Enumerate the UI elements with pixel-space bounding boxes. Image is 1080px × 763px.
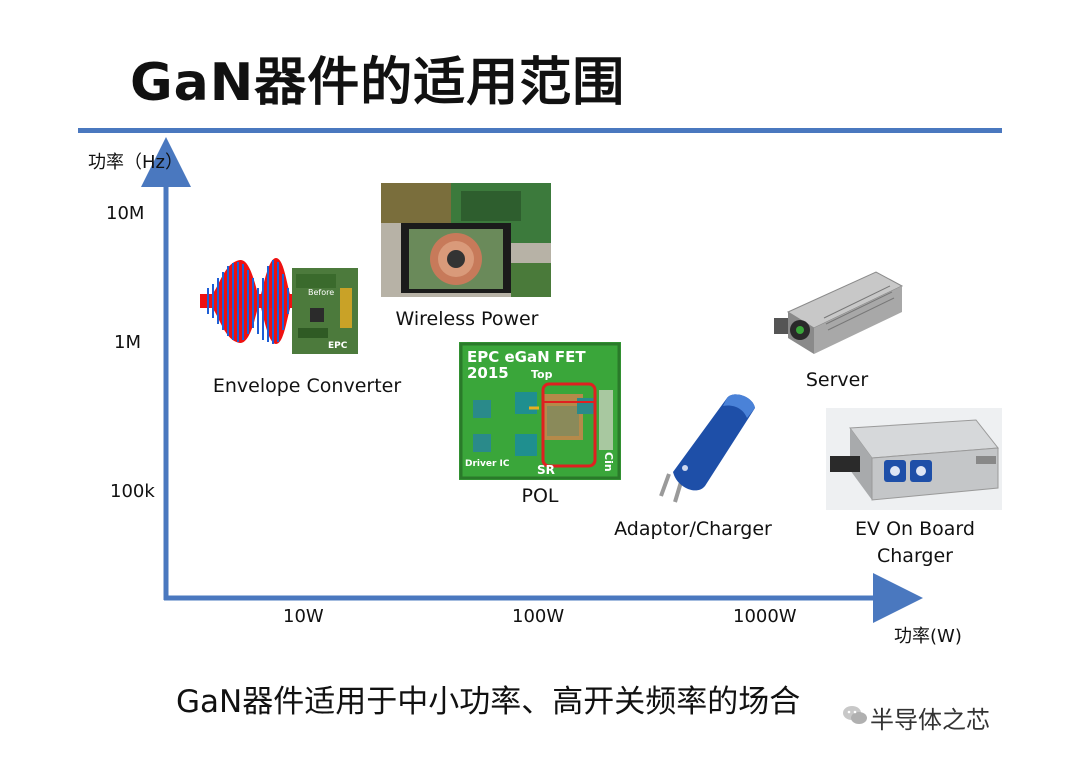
wireless-power-image <box>381 183 551 297</box>
x-tick-label: 100W <box>512 606 564 627</box>
board-before-label: Before <box>308 288 334 297</box>
wireless-power-caption: Wireless Power <box>380 308 554 330</box>
board-epc-label: EPC <box>328 341 348 351</box>
chip-cin-label: Cin <box>602 452 615 472</box>
chip-top-label: Top <box>531 368 553 381</box>
server-caption: Server <box>790 369 884 391</box>
envelope-converter-caption: Envelope Converter <box>200 375 414 397</box>
ev-charger-image <box>826 408 1002 510</box>
y-tick-label: 1M <box>114 332 141 353</box>
x-tick-label: 1000W <box>733 606 797 627</box>
adaptor-charger-image <box>657 388 761 504</box>
y-tick-label: 100k <box>110 481 155 502</box>
y-tick-label: 10M <box>106 203 144 224</box>
ev-charger-caption-line2: Charger <box>830 545 1000 567</box>
pol-caption: POL <box>500 485 580 507</box>
wechat-icon <box>842 703 868 727</box>
chip-sr-label: SR <box>537 463 555 477</box>
x-tick-label: 10W <box>283 606 324 627</box>
chip-driver-label: Driver IC <box>465 459 510 469</box>
ev-charger-caption-line1: EV On Board <box>830 518 1000 540</box>
adaptor-charger-caption: Adaptor/Charger <box>606 518 780 540</box>
x-axis-label: 功率(W) <box>894 622 962 648</box>
pol-chip-image: EPC eGaN FET 2015 Top Driver IC SR Cin <box>459 342 621 480</box>
chip-title-line2: 2015 <box>467 364 509 382</box>
server-psu-image <box>770 268 904 358</box>
y-axis-label: 功率（Hz） <box>88 148 183 174</box>
conclusion-text: GaN器件适用于中小功率、高开关频率的场合 <box>176 676 800 721</box>
watermark-text: 半导体之芯 <box>870 700 990 735</box>
envelope-converter-image: Before EPC <box>200 248 360 356</box>
